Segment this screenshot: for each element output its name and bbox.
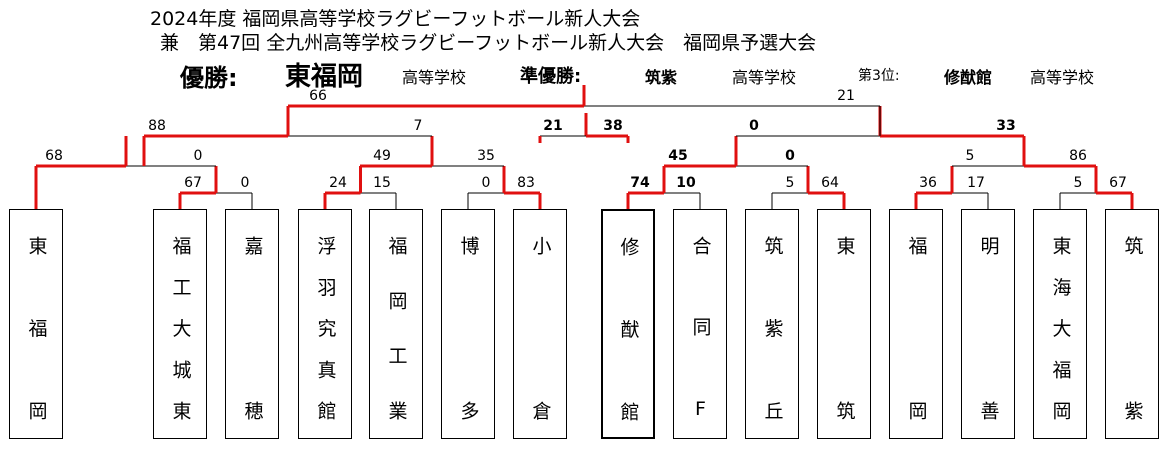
team-name: 東福岡 xyxy=(25,236,48,420)
third-name: 修猷館 xyxy=(944,68,993,87)
team-name: 福岡 xyxy=(905,236,928,420)
score-label: 45 xyxy=(668,148,688,164)
title-line-1: 2024年度 福岡県高等学校ラグビーフットボール新人大会 xyxy=(150,8,641,30)
score-label: 0 xyxy=(749,118,759,134)
team-box: 合同F xyxy=(673,209,727,439)
score-label: 17 xyxy=(967,175,985,191)
score-label: 15 xyxy=(373,175,391,191)
team-name: 福工大城東 xyxy=(169,236,192,420)
team-name: 嘉穂 xyxy=(241,236,264,420)
third-label: 第3位: xyxy=(858,68,900,84)
score-label: 10 xyxy=(676,175,696,191)
team-name: 東筑 xyxy=(833,236,856,420)
score-label: 67 xyxy=(1109,175,1127,191)
runner-up-name: 筑紫 xyxy=(645,68,678,87)
runner-up-suffix: 高等学校 xyxy=(732,68,797,87)
team-box: 明善 xyxy=(961,209,1015,439)
score-label: 68 xyxy=(45,148,63,164)
score-label: 7 xyxy=(413,118,423,134)
champion-suffix: 高等学校 xyxy=(402,68,467,87)
score-label: 21 xyxy=(837,88,855,104)
score-label: 49 xyxy=(373,148,391,164)
team-box: 筑紫 xyxy=(1105,209,1159,439)
team-box: 博多 xyxy=(441,209,495,439)
score-label: 36 xyxy=(919,175,937,191)
team-box: 福工大城東 xyxy=(153,209,207,439)
title-line-2: 兼 第47回 全九州高等学校ラグビーフットボール新人大会 福岡県予選大会 xyxy=(160,32,817,54)
third-suffix: 高等学校 xyxy=(1030,68,1095,87)
champion-name: 東福岡 xyxy=(285,62,364,92)
score-label: 5 xyxy=(1073,175,1083,191)
score-label: 35 xyxy=(477,148,495,164)
team-name: 修猷館 xyxy=(617,237,640,421)
score-label: 5 xyxy=(965,148,975,164)
team-name: 明善 xyxy=(977,236,1000,420)
score-label: 74 xyxy=(630,175,650,191)
team-name: 合同F xyxy=(689,236,712,420)
score-label: 24 xyxy=(329,175,347,191)
runner-up-label: 準優勝: xyxy=(520,66,582,87)
team-box: 福岡工業 xyxy=(369,209,423,439)
team-name: 筑紫丘 xyxy=(761,236,784,420)
score-label: 38 xyxy=(603,118,623,134)
team-name: 博多 xyxy=(457,236,480,420)
score-label: 88 xyxy=(148,118,166,134)
team-name: 筑紫 xyxy=(1121,236,1144,420)
score-label: 66 xyxy=(309,88,327,104)
score-label: 83 xyxy=(517,175,535,191)
team-box: 修猷館 xyxy=(601,209,655,439)
team-box: 東福岡 xyxy=(9,209,63,439)
champion-label: 優勝: xyxy=(180,64,238,92)
team-name: 福岡工業 xyxy=(385,236,408,420)
score-label: 5 xyxy=(785,175,795,191)
team-box: 筑紫丘 xyxy=(745,209,799,439)
score-label: 21 xyxy=(543,118,563,134)
team-box: 東海大福岡 xyxy=(1033,209,1087,439)
team-box: 小倉 xyxy=(513,209,567,439)
team-name: 浮羽究真館 xyxy=(314,236,337,420)
team-box: 東筑 xyxy=(817,209,871,439)
team-name: 小倉 xyxy=(529,236,552,420)
score-label: 33 xyxy=(996,118,1016,134)
team-box: 浮羽究真館 xyxy=(298,209,352,439)
team-name: 東海大福岡 xyxy=(1049,236,1072,420)
score-label: 0 xyxy=(785,148,795,164)
score-label: 0 xyxy=(193,148,203,164)
score-label: 64 xyxy=(821,175,839,191)
score-label: 86 xyxy=(1069,148,1087,164)
team-box: 嘉穂 xyxy=(225,209,279,439)
score-label: 0 xyxy=(240,175,250,191)
score-label: 0 xyxy=(481,175,491,191)
team-box: 福岡 xyxy=(889,209,943,439)
score-label: 67 xyxy=(184,175,202,191)
